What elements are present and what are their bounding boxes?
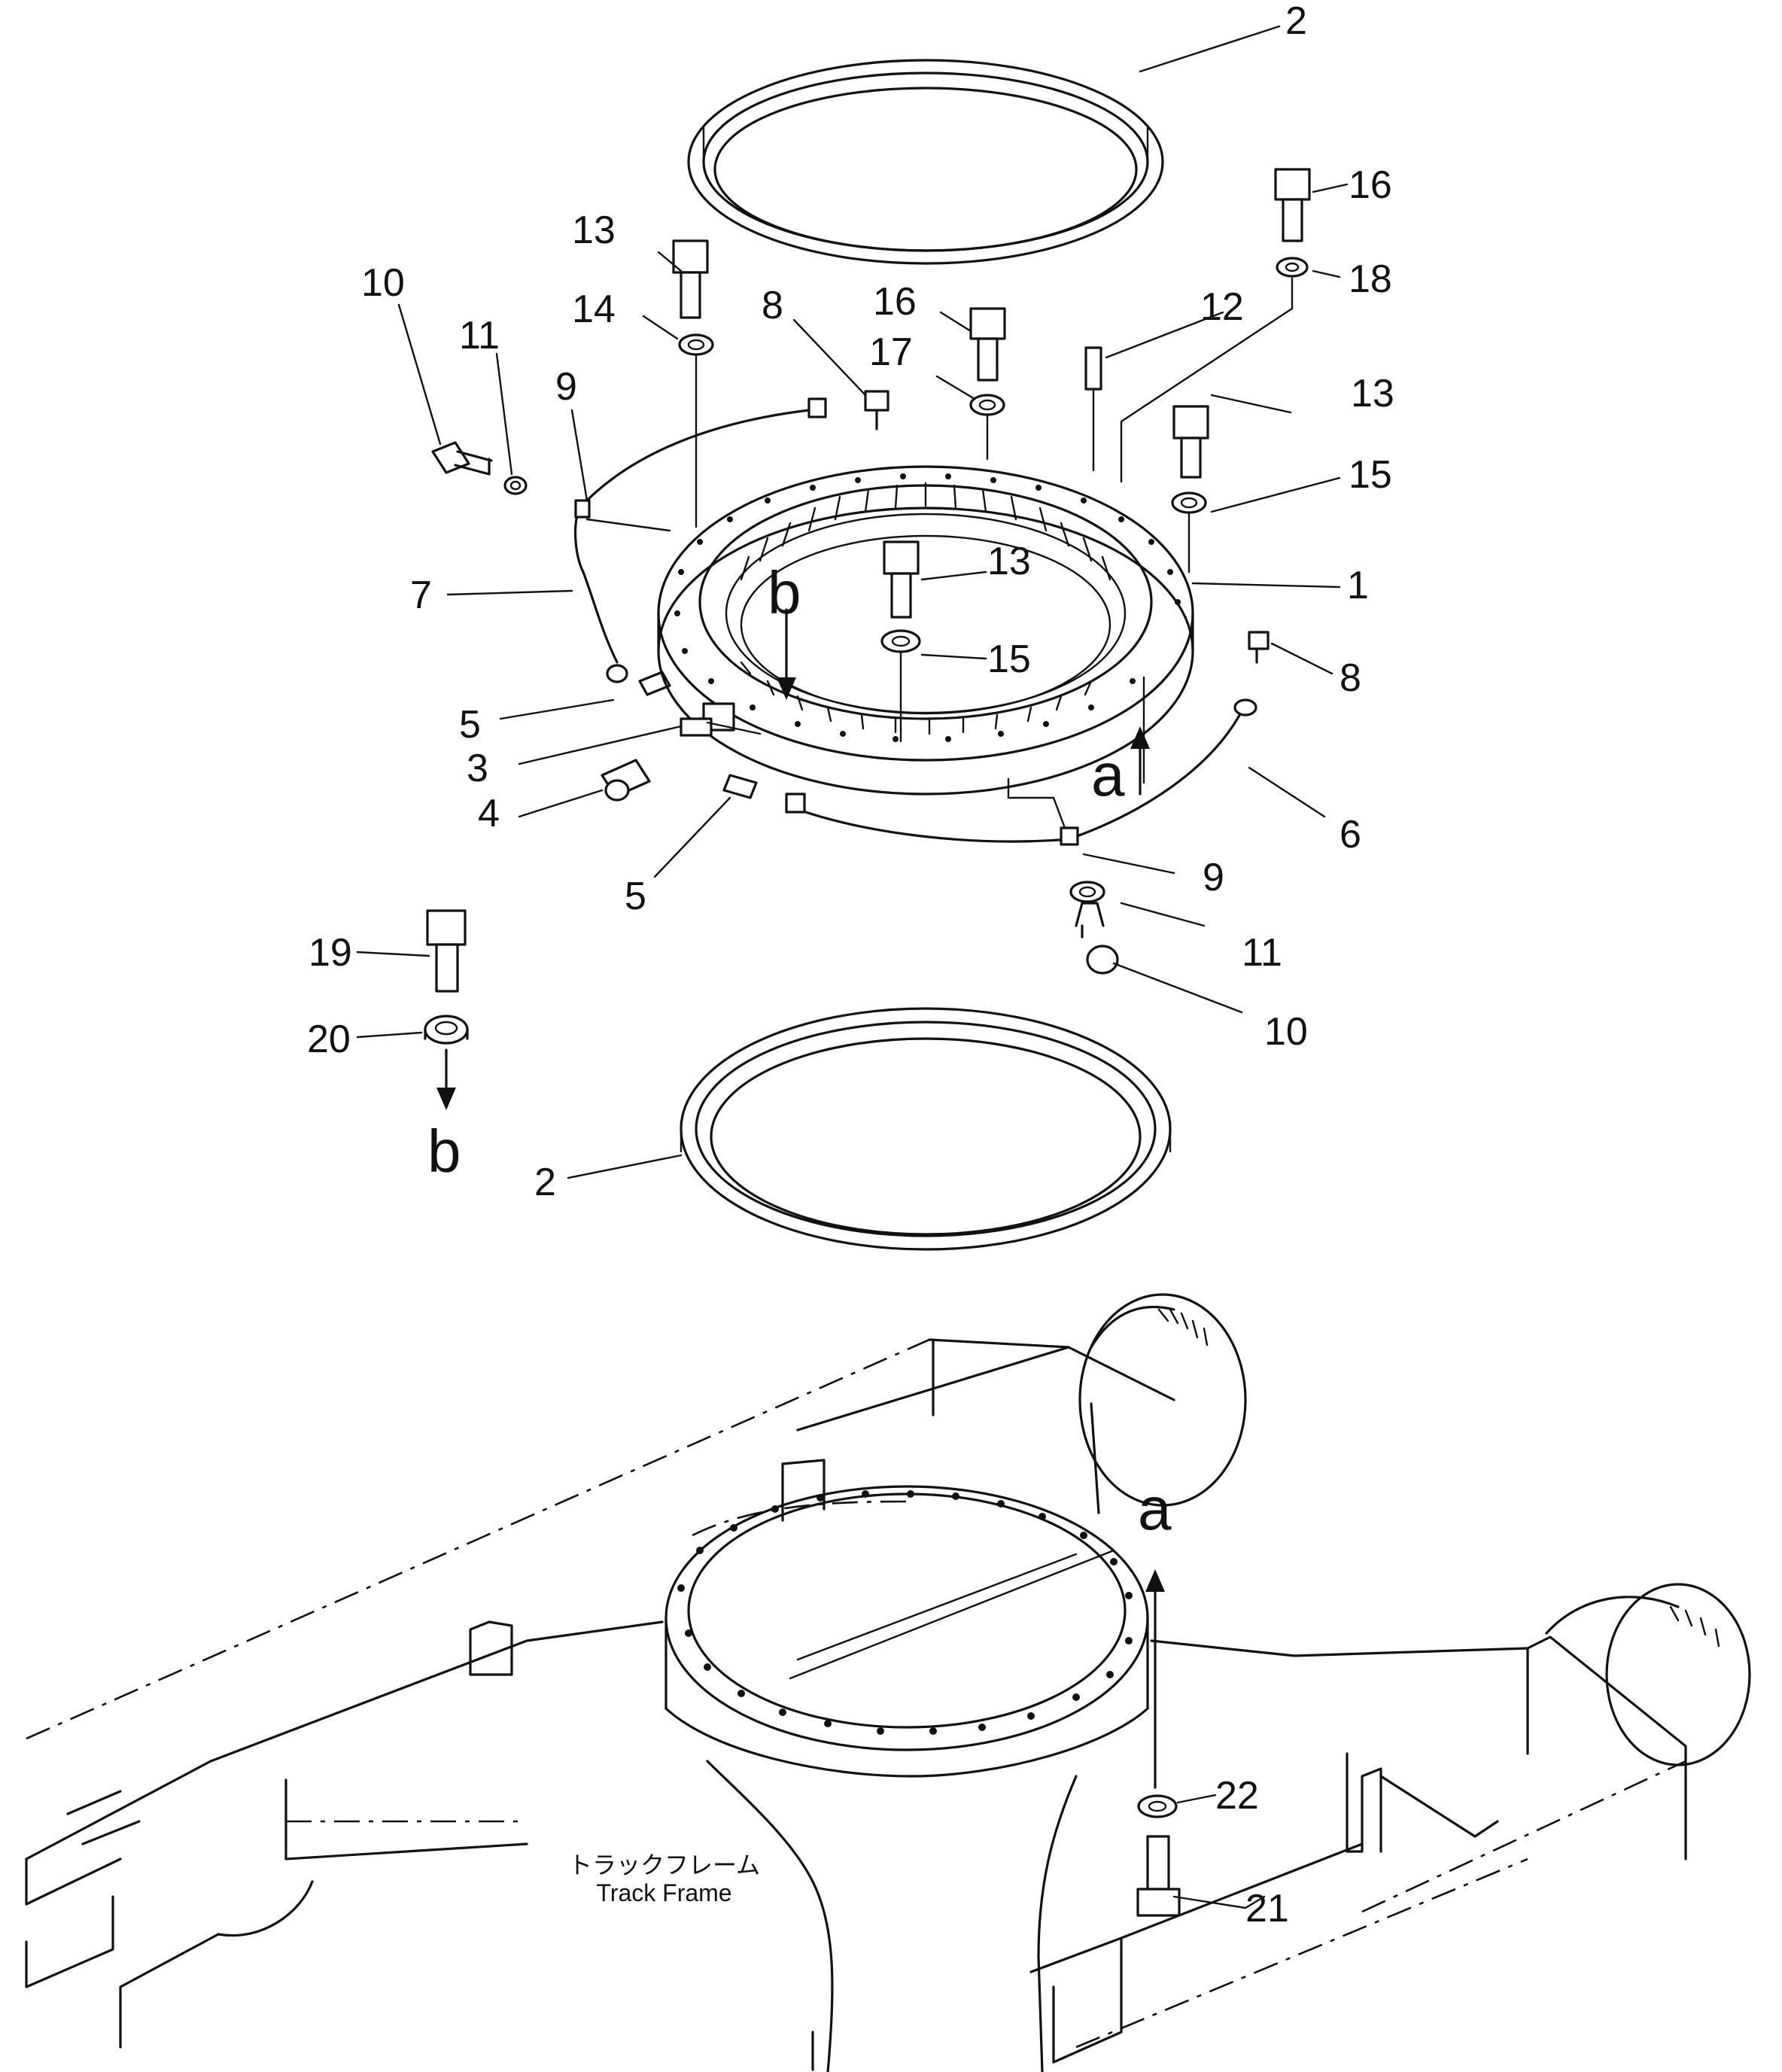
track-frame-caption: トラックフレーム Track Frame [568,1851,760,1907]
callout-16-mid: 16 [873,280,917,324]
callout-1: 1 [1347,564,1369,607]
upper-seal-ring [687,59,1164,265]
bolt-10-right [1069,881,1119,975]
callout-2-bottom: 2 [534,1161,556,1204]
caption-japanese: トラックフレーム [568,1851,761,1879]
bolt-16-mid [969,307,1006,461]
gear-teeth [740,482,1111,735]
washer-20 [424,1015,469,1110]
ring-arrows [777,608,1150,796]
caption-english: Track Frame [596,1879,732,1906]
callout-13-top: 13 [572,208,616,252]
lower-seal-ring [680,1007,1172,1251]
callout-19: 19 [309,931,352,975]
reference-letter-b-ring: b [768,559,801,626]
bolt-19 [426,909,467,993]
callout-18: 18 [1349,257,1392,301]
pin-12 [1084,346,1102,472]
reference-letter-b-bolt: b [427,1118,461,1185]
callout-11-left: 11 [459,314,500,358]
bolt-21 [1136,1835,1181,1917]
swing-circle [657,465,1194,796]
fitting-group-left [601,664,758,802]
bolt-13-right [1171,405,1209,574]
leader-lines [356,25,1349,1909]
reference-letter-a-ring: a [1091,741,1125,808]
bolt-10-left [431,441,528,495]
callout-10-left: 10 [361,261,405,305]
callout-7: 7 [410,574,432,617]
callout-15-center: 15 [987,637,1031,681]
frame-bolt-holes [677,1490,1133,1735]
bolt-16-right [1120,168,1311,483]
callout-5-left: 5 [459,703,481,747]
guide-lines [585,518,1145,829]
frame-arrow-a [1145,1569,1165,1789]
bolt-13-center [880,540,921,743]
callout-15-right: 15 [1349,453,1392,497]
callout-11-right: 11 [1242,931,1282,975]
bolt-13-top [672,239,714,528]
callout-10-right: 10 [1264,1010,1308,1054]
callout-22: 22 [1215,1774,1259,1818]
callout-9-left: 9 [555,365,577,409]
callout-20: 20 [307,1018,351,1061]
track-frame [25,1293,1751,2072]
callout-17: 17 [869,330,913,374]
callout-8-right: 8 [1340,656,1361,700]
callout-3: 3 [467,747,488,790]
bolt-holes [674,473,1181,742]
callout-13-center: 13 [987,540,1031,583]
callout-21: 21 [1245,1887,1289,1931]
callout-13-right: 13 [1351,372,1394,415]
callout-6: 6 [1340,813,1361,856]
callout-14: 14 [572,288,616,331]
callout-4: 4 [478,792,500,835]
grease-pipe-upper [573,390,889,664]
grease-pipe-lower [785,631,1270,846]
washer-22 [1137,1794,1178,1818]
callout-8-top: 8 [762,284,783,327]
callout-9-right: 9 [1203,856,1224,899]
callout-12: 12 [1200,285,1244,329]
callout-2-top: 2 [1285,0,1307,43]
callout-5-bottom: 5 [625,875,646,918]
callout-16-right: 16 [1349,163,1392,207]
reference-letter-a-frame: a [1138,1475,1172,1542]
